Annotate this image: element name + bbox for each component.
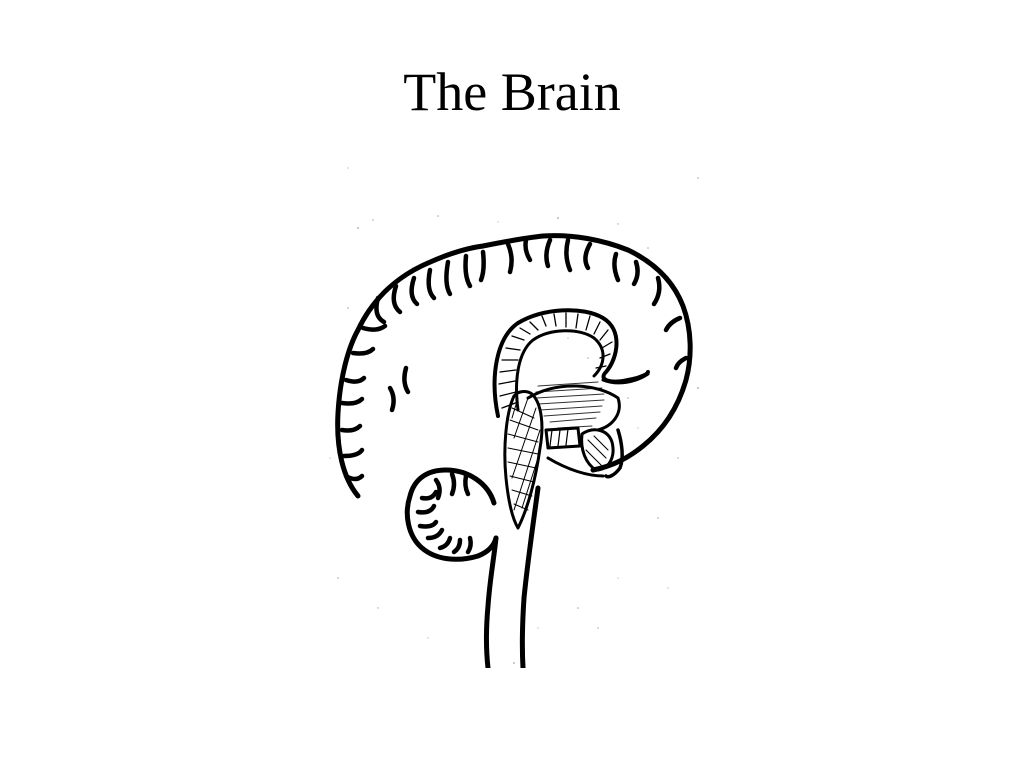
callosum-hatching	[498, 312, 613, 409]
thalamus-shading	[535, 381, 605, 429]
pituitary	[580, 428, 615, 472]
corpus-callosum	[492, 308, 650, 418]
sulci-marks	[339, 237, 689, 482]
pons	[503, 390, 544, 530]
brain-drawing	[329, 167, 699, 668]
brain-illustration-icon	[318, 158, 718, 668]
cerebrum-outline	[335, 233, 693, 499]
pons-hatching	[507, 397, 541, 511]
hypothalamus	[544, 426, 582, 450]
cerebellum-outline	[404, 467, 499, 562]
brainstem-right	[519, 485, 541, 668]
brainstem-left	[484, 535, 499, 668]
midbrain-base	[546, 456, 605, 478]
cerebellum-folia	[415, 471, 473, 555]
optic-chiasm	[604, 428, 624, 479]
slide-title: The Brain	[403, 62, 621, 122]
thalamus-outline	[526, 384, 621, 432]
fornix	[601, 372, 650, 385]
